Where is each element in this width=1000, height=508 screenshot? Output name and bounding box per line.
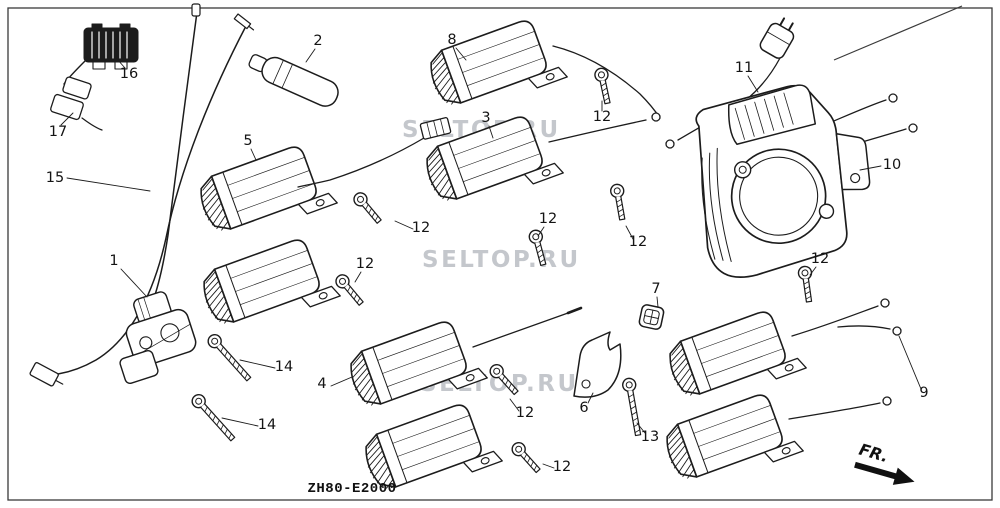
ignition-coil-4 (342, 313, 489, 423)
clip-7 (638, 304, 665, 330)
corner-cut-line (833, 5, 963, 61)
part-label-3: 3 (481, 110, 490, 126)
part-label-12-1: 12 (593, 109, 611, 125)
fr-label: FR. (857, 440, 891, 466)
ignition-coil-9b (658, 386, 805, 496)
part-label-12-7: 12 (553, 459, 571, 475)
bolt-12 (608, 182, 630, 222)
connector-17 (50, 76, 103, 131)
ignition-coil-8 (422, 12, 569, 122)
part-label-12-5: 12 (356, 256, 374, 272)
cable-15-terminal (29, 362, 64, 387)
bolt-12 (332, 271, 367, 309)
part-label-12-4: 12 (629, 234, 647, 250)
part-label-2: 2 (313, 33, 322, 49)
watermark-text: SELTOP.RU (422, 247, 581, 273)
part-label-1: 1 (109, 253, 118, 269)
part-label-14-2: 14 (258, 417, 276, 433)
power-plug-11 (759, 17, 795, 59)
part-label-9: 9 (919, 385, 928, 401)
part-label-4: 4 (317, 376, 326, 392)
bracket-6 (573, 331, 622, 398)
part-label-7: 7 (651, 281, 660, 297)
part-label-8: 8 (447, 32, 456, 48)
part-label-12-6: 12 (516, 405, 534, 421)
part-label-13: 13 (641, 429, 659, 445)
leader-lines (60, 47, 922, 469)
part-label-15: 15 (46, 170, 64, 186)
bracket-case-10 (695, 84, 871, 278)
part-label-17: 17 (49, 124, 67, 140)
fr-arrow-icon (854, 461, 915, 485)
ignition-coil-5b (195, 231, 342, 341)
part-label-12-3: 12 (539, 211, 557, 227)
rubber-boot-2 (248, 54, 339, 107)
drawing-border (7, 5, 993, 501)
ring-terminals (651, 93, 918, 406)
bolt-12 (350, 189, 385, 227)
cable-15 (29, 13, 255, 387)
fr-indicator: FR. (854, 440, 915, 485)
bolt-14 (204, 331, 255, 385)
part-label-14-1: 14 (275, 359, 293, 375)
ignition-coil-5 (192, 138, 339, 248)
bolt-14 (188, 391, 239, 445)
spark-unit-1 (119, 291, 197, 385)
bolt-12 (508, 439, 544, 476)
part-label-6: 6 (579, 400, 588, 416)
coil-connector (419, 117, 452, 140)
part-label-10: 10 (883, 157, 901, 173)
part-label-5: 5 (243, 133, 252, 149)
part-label-11: 11 (735, 60, 753, 76)
ignition-coil-9a (661, 303, 808, 413)
bolt-12 (593, 66, 615, 106)
cdi-unit-16 (83, 23, 139, 70)
part-label-12-8: 12 (811, 251, 829, 267)
diagram-code: ZH80-E2000 (307, 481, 396, 497)
part-label-16: 16 (120, 66, 138, 82)
cable-1 (153, 3, 201, 299)
part-label-12-2: 12 (412, 220, 430, 236)
